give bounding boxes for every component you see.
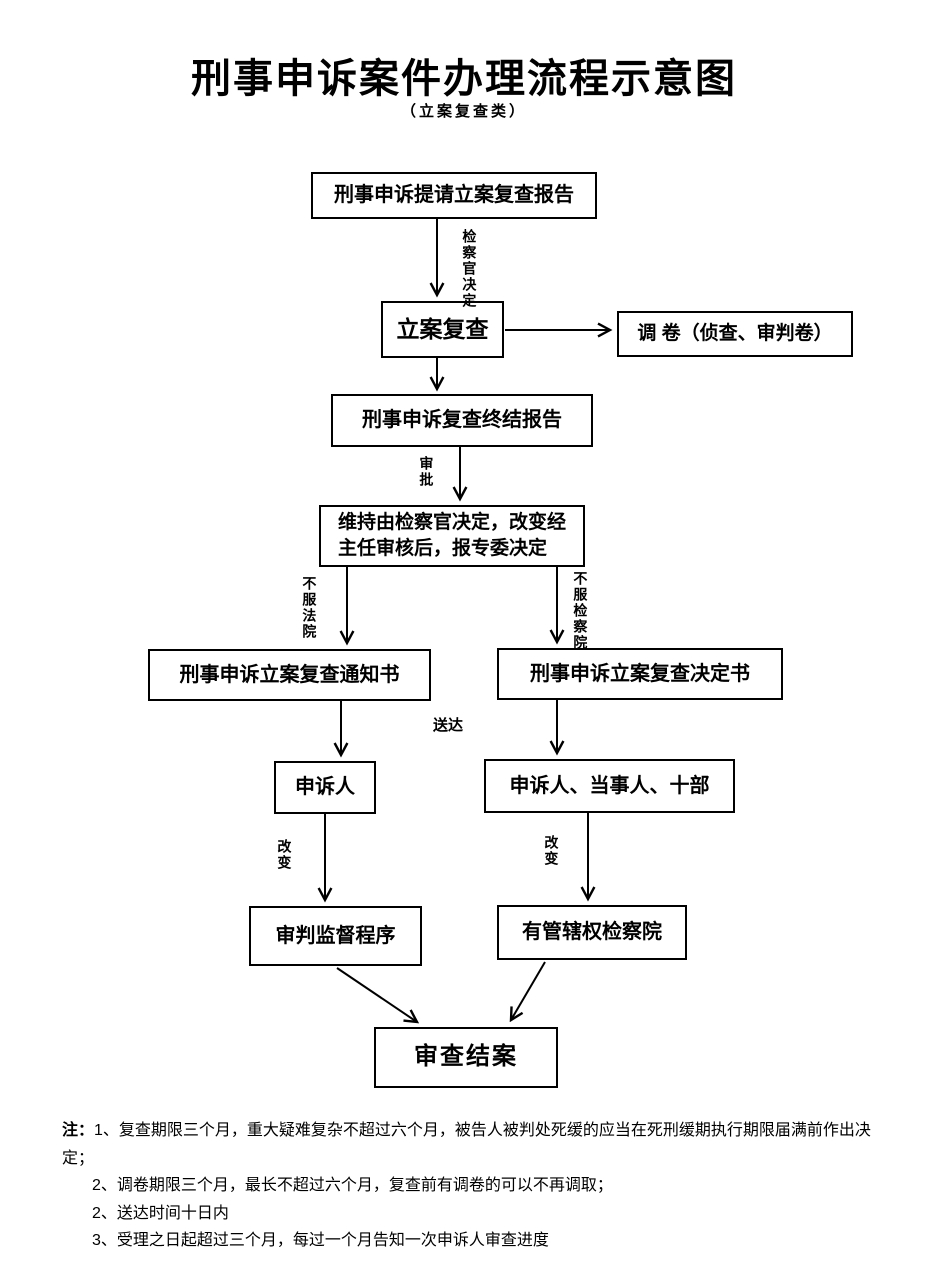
edge-label-bufu-fayuan: 不服法院	[301, 576, 318, 640]
node-weichi-line2: 主任审核后，报专委决定	[337, 538, 547, 559]
node-jianchayuan: 有管辖权检察院	[497, 905, 687, 960]
node-tongzhishu: 刑事申诉立案复查通知书	[148, 649, 431, 701]
edge-label-gaibian-right: 改变	[543, 835, 560, 867]
arrow-shenpanjiandu-to-jiean	[336, 967, 417, 1022]
note-prefix: 注：	[62, 1122, 95, 1139]
note-line-1: 注：1、复查期限三个月，重大疑难复杂不超过六个月，被告人被判处死缓的应当在死刑缓…	[62, 1117, 880, 1172]
note-line-4: 3、受理之日起超过三个月，每过一个月告知一次申诉人审查进度	[92, 1232, 549, 1250]
node-shenpan-jiandu: 审判监督程序	[249, 906, 422, 966]
arrow-jianchayuan-to-jiean	[511, 961, 546, 1020]
node-diaojuan: 调 卷（侦查、审判卷）	[617, 311, 853, 357]
node-zhongjie-report: 刑事申诉复查终结报告	[331, 394, 593, 447]
node-shensuren: 申诉人	[274, 761, 376, 814]
note-line-2: 2、调卷期限三个月，最长不超过六个月，复查前有调卷的可以不再调取；	[92, 1177, 613, 1195]
node-lianfucha: 立案复查	[381, 301, 504, 358]
node-shensuren-group: 申诉人、当事人、十部	[484, 759, 735, 813]
edge-label-jianchaguan-jueding: 检察官决定	[461, 229, 478, 309]
edge-label-shenpi: 审批	[418, 456, 435, 488]
note-item-1: 1、复查期限三个月，重大疑难复杂不超过六个月，被告人被判处死缓的应当在死刑缓期执…	[62, 1122, 871, 1167]
page-title: 刑事申诉案件办理流程示意图	[191, 57, 737, 101]
node-juedingshu: 刑事申诉立案复查决定书	[497, 648, 783, 700]
notes-section: 注：1、复查期限三个月，重大疑难复杂不超过六个月，被告人被判处死缓的应当在死刑缓…	[62, 1117, 880, 1255]
node-jiean: 审查结案	[374, 1027, 558, 1088]
edge-label-gaibian-left: 改变	[276, 839, 293, 871]
note-line-3: 2、送达时间十日内	[92, 1204, 229, 1222]
page-subtitle: （立案复查类）	[400, 103, 527, 120]
node-report: 刑事申诉提请立案复查报告	[311, 172, 597, 219]
edge-label-bufu-jianchayuan: 不服检察院	[572, 571, 589, 651]
node-weichi: 维持由检察官决定，改变经 主任审核后，报专委决定	[319, 505, 585, 567]
edge-label-songda: 送达	[433, 717, 464, 734]
node-weichi-line1: 维持由检察官决定，改变经	[337, 512, 566, 534]
